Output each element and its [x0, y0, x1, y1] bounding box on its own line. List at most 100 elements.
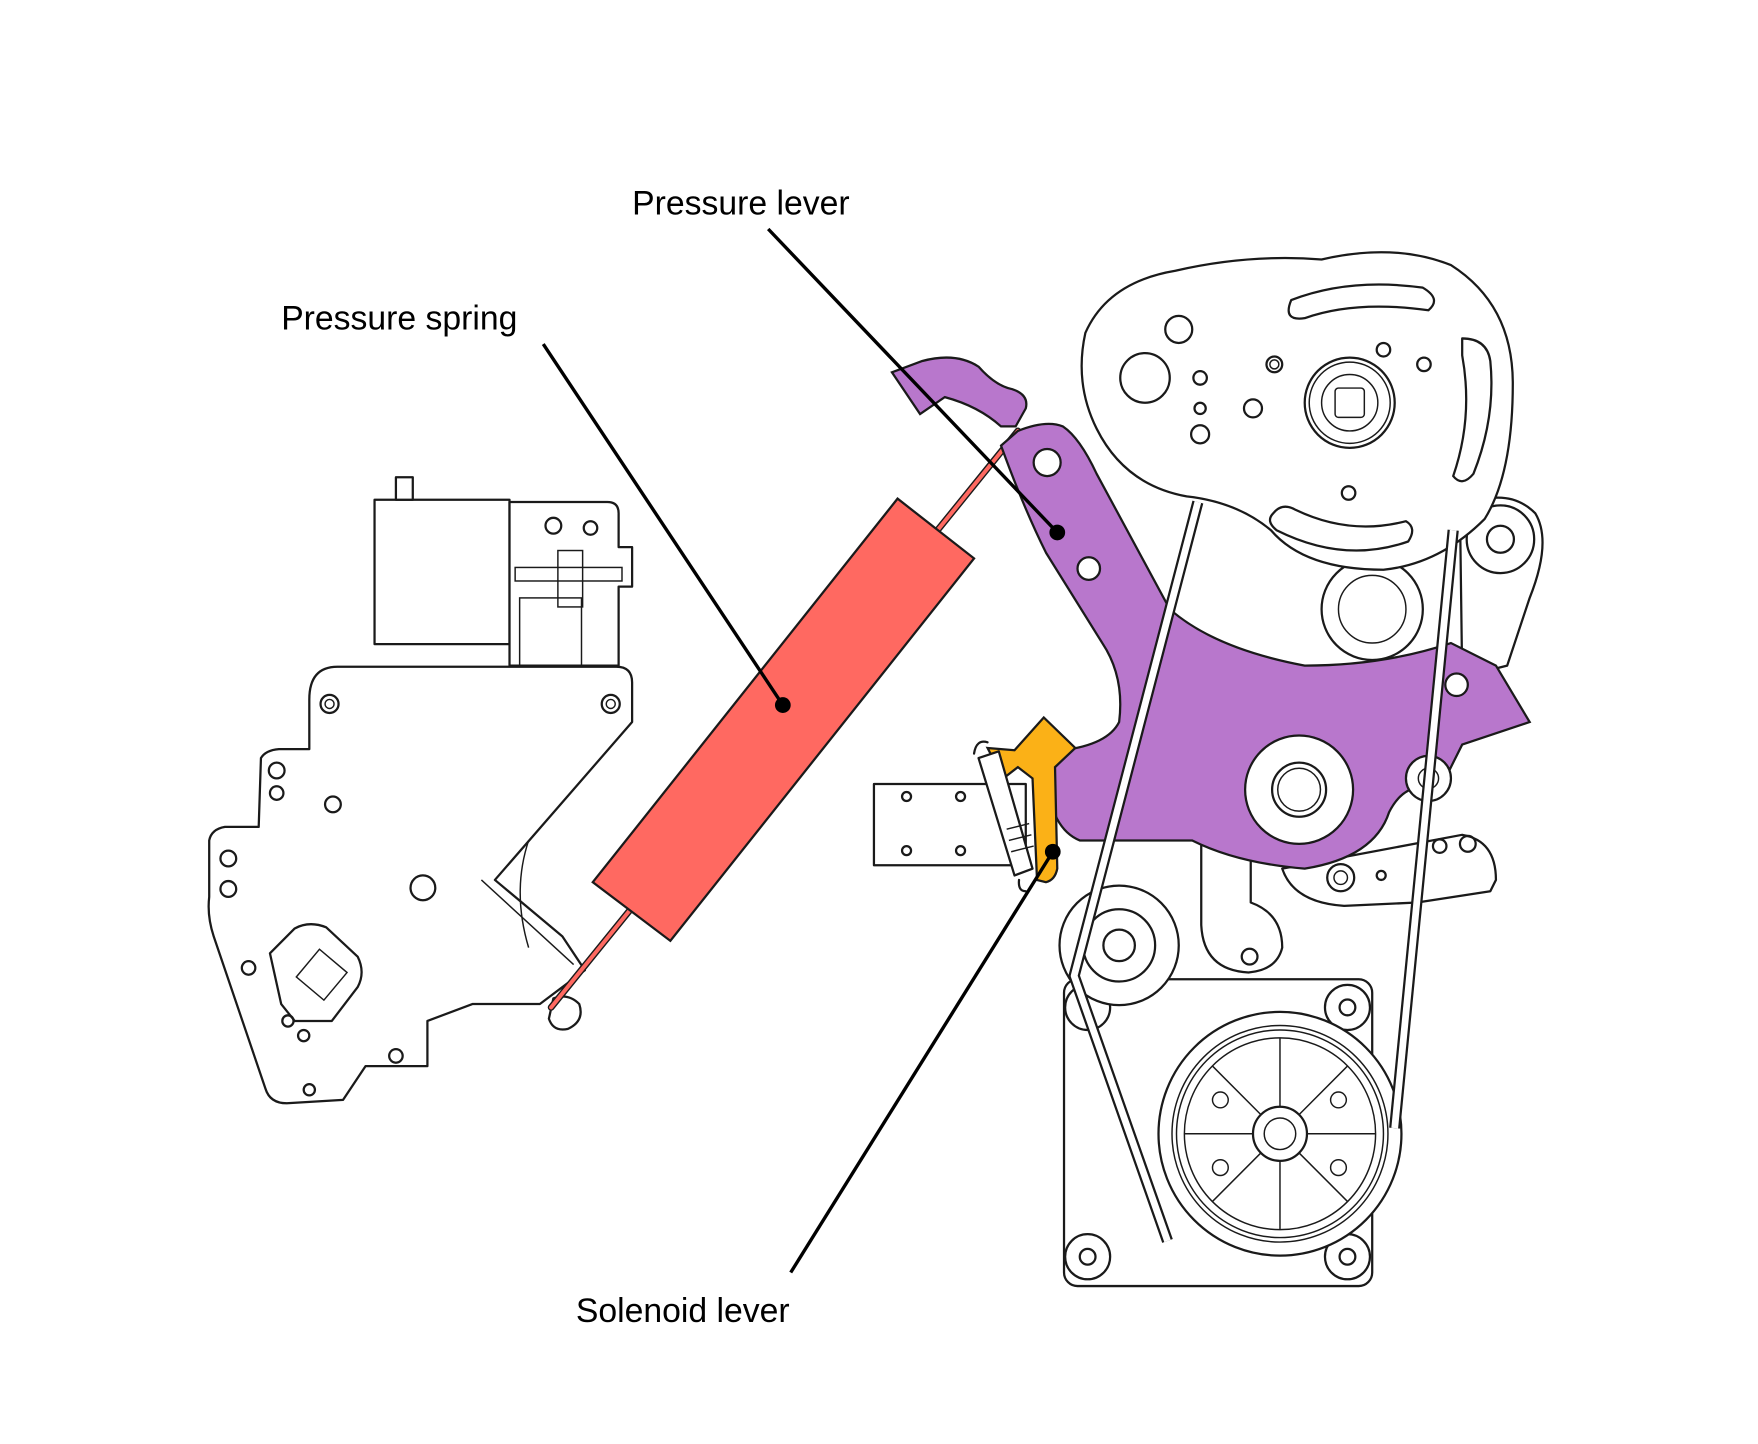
- leader-dot-pressure-lever: [1049, 524, 1066, 541]
- cam-hole: [1416, 356, 1432, 373]
- cam-hub-ring: [1308, 361, 1391, 445]
- plate-hole: [319, 693, 340, 715]
- latch-block: [295, 948, 349, 1002]
- cam-hole: [1375, 341, 1392, 358]
- idler-hub: [1102, 928, 1137, 963]
- mount-hole: [1338, 998, 1357, 1017]
- cam-hole-inner: [1269, 359, 1280, 370]
- plate-hole: [323, 795, 342, 814]
- cam-hole: [1242, 398, 1264, 419]
- pulley-hole: [1329, 1158, 1348, 1177]
- pulley-bore: [1263, 1117, 1297, 1151]
- rear-roller: [1320, 557, 1424, 662]
- bracket-hole: [1240, 947, 1259, 966]
- label-solenoid-lever: Solenoid lever: [576, 1292, 790, 1330]
- pulley-hole: [1211, 1158, 1229, 1177]
- latch-cutout: [268, 923, 363, 1023]
- lever-hole: [1076, 556, 1102, 581]
- cam-hole: [1265, 355, 1284, 374]
- mount-hole: [1078, 1247, 1097, 1266]
- pressure-spring-body: [591, 497, 976, 943]
- plate-hole-inner: [324, 698, 335, 710]
- lever-pivot-bearing: [1270, 761, 1328, 818]
- bracket-hole: [1431, 838, 1448, 854]
- mount-hole: [900, 790, 913, 803]
- leader-pressure-spring: [541, 343, 785, 707]
- solenoid-coil: [373, 498, 511, 646]
- mount-boss: [1064, 1233, 1112, 1281]
- pulley-spokes: [1184, 1037, 1376, 1230]
- plate-hole: [219, 849, 238, 868]
- main-plate: [207, 665, 634, 1105]
- plate-hole: [268, 785, 285, 801]
- leader-lines: [541, 227, 1066, 1274]
- plate-hole-inner: [605, 698, 616, 710]
- side-roller: [1465, 504, 1536, 575]
- lever-pivot-boss: [1243, 734, 1355, 845]
- cam-hole: [1193, 401, 1207, 416]
- cam-hub: [1303, 356, 1396, 449]
- cam-plate: [1080, 251, 1514, 571]
- link-hook: [972, 740, 989, 755]
- pressure-spring: [547, 427, 1022, 1011]
- cam-hole-large: [1119, 351, 1171, 404]
- label-pressure-spring: Pressure spring: [281, 299, 517, 337]
- drive-pulley: [1157, 1010, 1403, 1257]
- lever-hole: [1032, 447, 1062, 478]
- mount-hole: [1338, 1247, 1357, 1266]
- solenoid-lever-assembly: [872, 715, 1077, 893]
- drive-belt: [1068, 500, 1459, 1243]
- bracket-hole: [544, 516, 563, 535]
- mount-hole: [954, 844, 967, 857]
- cam-slot-bottom: [1268, 505, 1414, 552]
- side-roller-hub: [1485, 524, 1516, 554]
- plunger-head: [557, 549, 584, 608]
- cam-slot-right: [1452, 337, 1493, 483]
- left-bracket-assembly: [207, 476, 634, 1105]
- housing-curve: [519, 840, 530, 948]
- plunger-rod: [514, 566, 623, 582]
- rear-roller-ring: [1337, 574, 1407, 644]
- belt-left: [1070, 501, 1202, 1243]
- cam-slot-top: [1287, 283, 1436, 320]
- plate-hole: [296, 1028, 311, 1043]
- pulley-hole: [1329, 1091, 1348, 1109]
- leader-dot-pressure-spring: [774, 697, 791, 713]
- housing-edge: [480, 879, 575, 966]
- cam-hole: [1340, 485, 1357, 501]
- bracket-hole: [582, 520, 599, 536]
- pulley-hole: [1211, 1091, 1229, 1109]
- label-pressure-lever: Pressure lever: [632, 184, 849, 222]
- upper-bracket: [508, 500, 634, 667]
- link-ribs: [1006, 822, 1034, 853]
- link-hook-bottom: [1017, 878, 1027, 893]
- mount-hole: [954, 790, 967, 803]
- small-bearing-inner: [1333, 870, 1349, 886]
- cam-hub-ring: [1320, 373, 1379, 432]
- leader-dot-solenoid-lever: [1044, 843, 1061, 860]
- solenoid-lever-body: [985, 715, 1077, 884]
- mount-hole: [900, 844, 913, 857]
- lever-hole: [1444, 672, 1469, 698]
- pulley-ring: [1171, 1024, 1389, 1243]
- solenoid-terminal: [394, 476, 414, 501]
- lever-pivot-bore: [1276, 767, 1322, 812]
- plate-pivot-hole: [409, 874, 437, 902]
- leader-solenoid-lever: [789, 850, 1055, 1274]
- plate-hole: [219, 879, 238, 898]
- cam-hole: [1164, 314, 1194, 345]
- belt-right: [1391, 529, 1457, 1129]
- plate-hole: [302, 1083, 317, 1097]
- mount-boss: [1323, 983, 1372, 1032]
- leader-pressure-lever: [766, 227, 1059, 534]
- plate-hole: [281, 1014, 295, 1028]
- bracket-hole: [1375, 869, 1387, 882]
- plate-hole: [267, 761, 286, 780]
- right-assembly: [1058, 251, 1544, 1288]
- pressure-lever-hook: [890, 356, 1028, 428]
- solenoid-link: [977, 750, 1034, 877]
- plate-hole: [240, 960, 257, 976]
- plate-hole: [388, 1048, 404, 1064]
- cam-shaft-square: [1334, 387, 1366, 419]
